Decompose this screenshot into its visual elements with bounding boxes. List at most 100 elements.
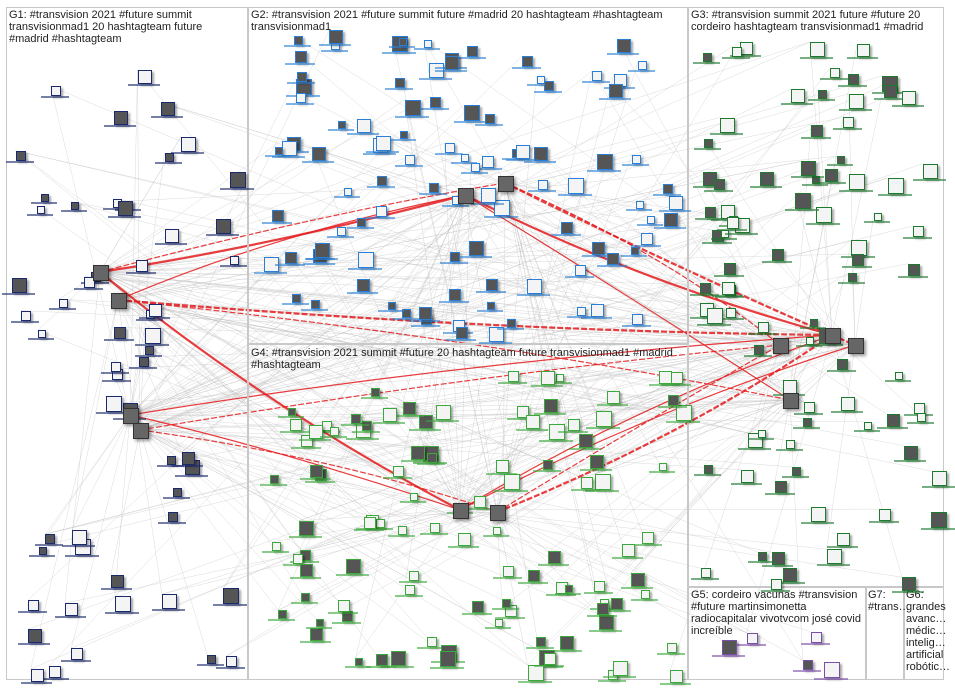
- vertex-label-mark: [653, 226, 686, 229]
- vertex-node: [606, 252, 619, 265]
- vertex-label-mark: [35, 544, 64, 547]
- vertex-label-mark: [154, 243, 187, 246]
- vertex-label-mark: [660, 683, 692, 686]
- vertex-label-mark: [693, 61, 721, 64]
- vertex-node: [309, 424, 324, 439]
- vertex-label-mark: [100, 372, 129, 375]
- vertex-node: [113, 110, 128, 125]
- edge: [99, 228, 165, 273]
- edge: [99, 271, 410, 571]
- vertex-label-mark: [790, 176, 824, 179]
- edge: [117, 216, 728, 301]
- vertex-node: [494, 618, 503, 627]
- vertex-label-mark: [907, 422, 935, 425]
- vertex-label-mark: [286, 82, 315, 85]
- vertex-node: [668, 196, 683, 211]
- vertex-node: [516, 406, 529, 419]
- vertex-node: [400, 130, 409, 139]
- vertex-node: [357, 251, 374, 268]
- vertex-label-mark: [419, 532, 448, 535]
- vertex-label-mark: [49, 308, 77, 310]
- vertex-label-mark: [690, 317, 723, 320]
- vertex-node: [355, 658, 364, 667]
- vertex-node: [310, 464, 324, 478]
- vertex-node: [632, 154, 642, 164]
- inter-group-edge: [139, 429, 498, 513]
- edge: [527, 344, 856, 666]
- vertex-node: [668, 395, 680, 407]
- vertex-label-mark: [471, 203, 505, 206]
- edge: [139, 429, 545, 654]
- vertex-label-mark: [157, 522, 186, 525]
- vertex-node: [298, 520, 314, 536]
- vertex-label-mark: [714, 274, 745, 277]
- edge: [355, 194, 466, 659]
- vertex-label-mark: [587, 169, 622, 172]
- vertex-label-mark: [40, 96, 69, 99]
- hub-node: [490, 505, 506, 521]
- vertex-node: [448, 289, 461, 302]
- vertex-node: [460, 154, 469, 163]
- edge: [404, 99, 498, 513]
- vertex-node: [37, 330, 46, 339]
- vertex-label-mark: [694, 473, 721, 476]
- vertex-label-mark: [388, 46, 415, 49]
- vertex-label-mark: [775, 448, 803, 451]
- vertex-node: [301, 593, 311, 603]
- vertex-node: [316, 619, 325, 628]
- vertex-label-mark: [557, 193, 592, 196]
- vertex-node: [337, 600, 350, 613]
- edge: [215, 218, 498, 513]
- vertex-label-mark: [108, 216, 142, 219]
- vertex-label-mark: [602, 675, 636, 678]
- vertex-node: [278, 610, 288, 620]
- edge: [496, 302, 701, 513]
- vertex-label-mark: [426, 420, 459, 423]
- vertex-label-mark: [346, 438, 380, 441]
- vertex-node: [785, 439, 795, 449]
- vertex-label-mark: [367, 186, 396, 189]
- edge: [496, 336, 807, 513]
- vertex-node: [754, 345, 765, 356]
- edge: [496, 61, 639, 513]
- vertex-node: [931, 471, 947, 487]
- vertex-node: [337, 227, 347, 237]
- vertex-node: [300, 564, 314, 578]
- hub-node: [93, 265, 109, 281]
- edge: [139, 401, 804, 431]
- vertex-label-mark: [1, 293, 35, 296]
- vertex-label-mark: [762, 260, 793, 263]
- edge: [286, 136, 781, 346]
- edge: [488, 326, 856, 346]
- vertex-label-mark: [506, 418, 537, 421]
- vertex-node: [721, 281, 735, 295]
- vertex-label-mark: [501, 157, 529, 160]
- inter-group-edge: [504, 182, 781, 346]
- edge: [129, 215, 647, 416]
- edge: [617, 38, 781, 346]
- inter-group-edge: [99, 271, 461, 511]
- vertex-node: [591, 242, 605, 256]
- vertex-node: [289, 419, 302, 432]
- edge: [460, 154, 791, 401]
- vertex-label-mark: [622, 163, 650, 166]
- vertex-label-mark: [302, 161, 335, 164]
- vertex-node: [287, 408, 296, 417]
- vertex-label-mark: [839, 189, 874, 192]
- vertex-node: [713, 178, 725, 190]
- vertex-node: [567, 418, 580, 431]
- vertex-label-mark: [102, 208, 130, 211]
- vertex-node: [148, 304, 162, 318]
- vertex-node: [576, 307, 586, 317]
- vertex-node: [740, 469, 754, 483]
- vertex-node: [746, 632, 758, 644]
- vertex-node: [849, 173, 866, 190]
- edge: [525, 399, 791, 415]
- vertex-label-mark: [749, 185, 782, 188]
- vertex-node: [640, 233, 653, 246]
- vertex-label-mark: [104, 611, 139, 614]
- hub-node: [133, 423, 149, 439]
- vertex-node: [883, 85, 897, 99]
- vertex-label-mark: [61, 659, 92, 662]
